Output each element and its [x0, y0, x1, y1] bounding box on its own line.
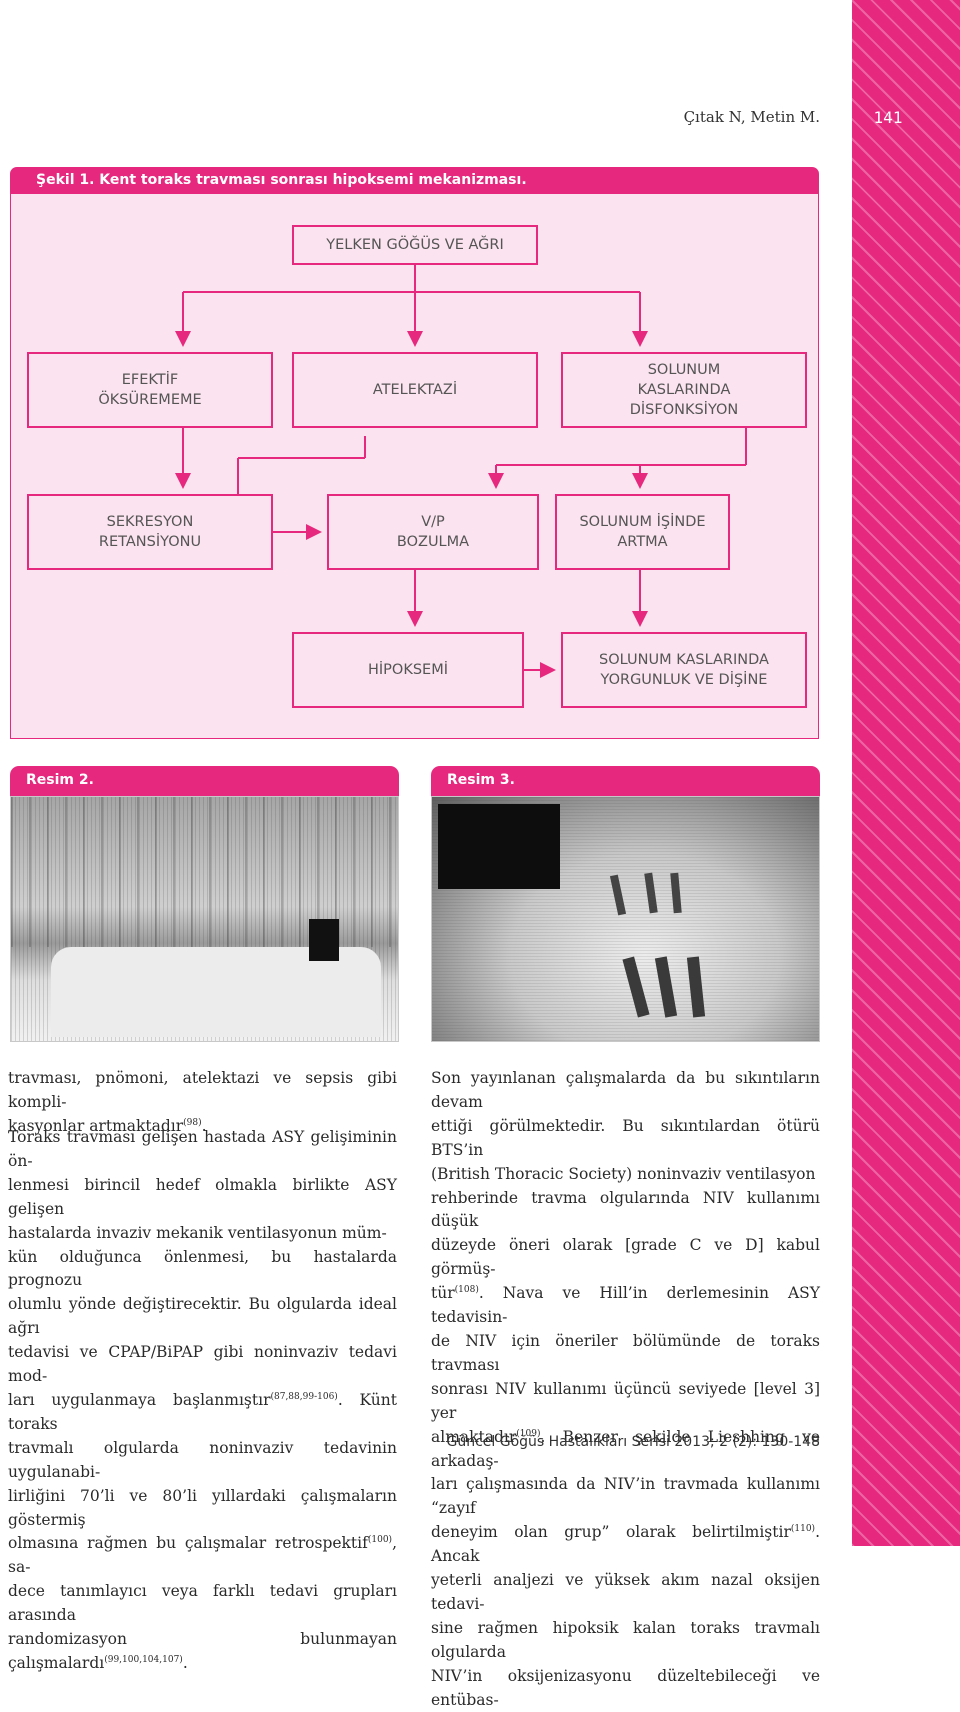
right-a-text: Son yayınlanan çalışmalarda da bu sıkınt…	[431, 1069, 820, 1303]
figure-title-bar: Şekil 1. Kent toraks travması sonrası hi…	[10, 167, 819, 194]
box-flail-chest-pain: YELKEN GÖĞÜS VE AĞRI	[292, 225, 538, 265]
box-muscle-fatigue: SOLUNUM KASLARINDA YORGUNLUK VE DİŞİNE	[561, 632, 807, 708]
image-2-bed-sheet	[51, 947, 381, 1037]
right-c-text: . Benzer şekilde Lieshhing ve arkadaş- l…	[431, 1427, 820, 1542]
box-respiratory-muscle-dysfunction: SOLUNUM KASLARINDA DİSFONKSİYON	[561, 352, 807, 428]
left-column-paragraph-1: travması, pnömoni, atelektazi ve sepsis …	[8, 1067, 397, 1139]
image-3-needle-3	[670, 872, 682, 914]
right-d-text: . Ancak yeterli analjezi ve yüksek akım …	[431, 1523, 820, 1709]
right-b-text: . Nava ve Hill’in derlemesinin ASY tedav…	[431, 1284, 820, 1446]
image-2-redaction-box	[309, 919, 339, 961]
box-increased-work-of-breathing: SOLUNUM İŞİNDE ARTMA	[555, 494, 730, 570]
image-2-wall-pattern	[11, 797, 398, 947]
left-p2b-ref: (100)	[367, 1535, 393, 1546]
left-p1-end: .	[201, 1116, 207, 1135]
decorative-side-strip	[852, 0, 960, 1546]
left-p2c-text: , sa- dece tanımlayıcı veya farklı tedav…	[8, 1534, 397, 1672]
right-a-ref: (108)	[454, 1285, 479, 1296]
left-p2a-ref: (87,88,99-106)	[270, 1391, 338, 1402]
box-hypoxemia: HİPOKSEMİ	[292, 632, 524, 708]
box-atelectasis: ATELEKTAZİ	[292, 352, 538, 428]
image-3-tube-3	[686, 956, 706, 1018]
left-p2c-ref: (99,100,104,107)	[104, 1654, 183, 1665]
journal-footer: Güncel Göğüs Hastalıkları Serisi 2013; 2…	[446, 1434, 820, 1450]
box-ineffective-cough: EFEKTİF ÖKSÜREMEME	[27, 352, 273, 428]
image-3-label: Resim 3.	[447, 772, 515, 788]
image-3-redaction-box	[438, 804, 560, 889]
image-3-needle-2	[644, 872, 658, 914]
image-2-header: Resim 2.	[10, 766, 399, 796]
image-3-header: Resim 3.	[431, 766, 820, 796]
page-number: 141	[873, 108, 903, 127]
left-p2a-text: Toraks travması gelişen hastada ASY geli…	[8, 1128, 397, 1409]
image-3-tube-1	[622, 956, 650, 1018]
figure-title: Şekil 1. Kent toraks travması sonrası hi…	[36, 172, 527, 188]
right-b-ref: (109)	[516, 1428, 541, 1439]
image-2-label: Resim 2.	[26, 772, 94, 788]
image-3-photo	[431, 796, 820, 1042]
running-header-author: Çıtak N, Metin M.	[683, 108, 820, 126]
right-c-ref: (110)	[790, 1524, 816, 1535]
left-p2b-text: . Künt toraks travmalı olgularda noninva…	[8, 1390, 397, 1553]
left-column-paragraph-2: Toraks travması gelişen hastada ASY geli…	[8, 1126, 397, 1676]
box-vq-mismatch: V/P BOZULMA	[327, 494, 539, 570]
image-2-photo	[10, 796, 399, 1042]
left-p1-text: travması, pnömoni, atelektazi ve sepsis …	[8, 1069, 397, 1135]
left-p2c-end: .	[182, 1653, 188, 1672]
left-p1-ref: (98)	[183, 1117, 202, 1128]
right-column-paragraph: Son yayınlanan çalışmalarda da bu sıkınt…	[431, 1067, 820, 1712]
image-3-tube-2	[654, 956, 678, 1018]
box-secretion-retention: SEKRESYON RETANSİYONU	[27, 494, 273, 570]
image-3-needle-1	[609, 874, 627, 916]
